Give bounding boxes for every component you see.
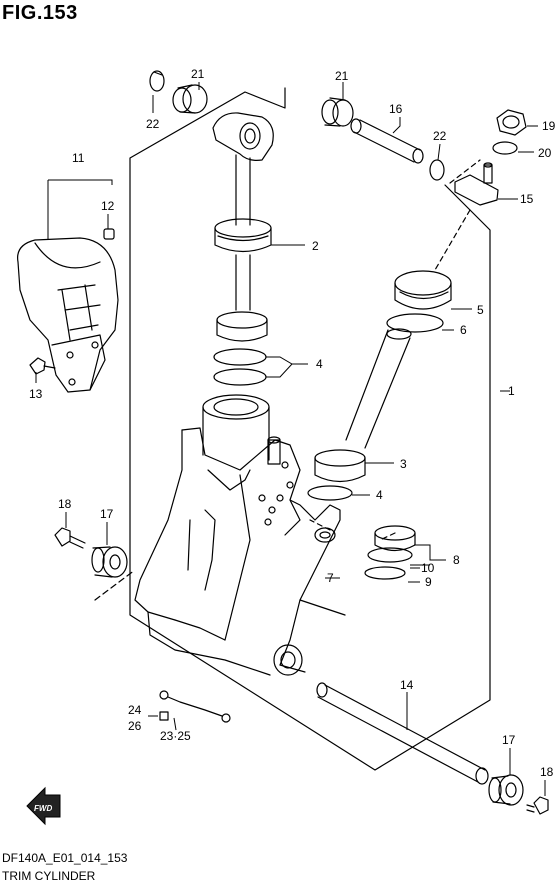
bushing-21-left [172, 84, 208, 114]
figure-caption: TRIM CYLINDER [2, 869, 96, 883]
callout-18-left: 18 [58, 497, 72, 511]
pin-16-top [350, 118, 424, 164]
clip-12 [103, 228, 115, 240]
bolt-18-left [54, 527, 86, 549]
pin-14 [316, 682, 489, 785]
bolt-18-right [526, 796, 549, 815]
piston-rod-assembly [212, 112, 274, 386]
washer-20 [492, 141, 518, 155]
callout-24: 24 [128, 703, 142, 717]
assembly-outline [129, 87, 491, 771]
callout-12: 12 [101, 199, 115, 213]
callout-23-25: 23·25 [160, 729, 191, 743]
callout-20: 20 [538, 146, 552, 160]
callout-22-left: 22 [146, 117, 160, 131]
fwd-label: FWD [34, 804, 52, 813]
callout-7: 7 [327, 571, 334, 585]
callout-15: 15 [520, 192, 534, 206]
callout-17-right: 17 [502, 733, 516, 747]
fwd-arrow-icon: FWD [26, 786, 61, 826]
circlip-22-left [149, 70, 165, 92]
figure-title: FIG.153 [2, 2, 78, 24]
callout-2: 2 [312, 239, 319, 253]
callout-3: 3 [400, 457, 407, 471]
callout-4-lower: 4 [376, 488, 383, 502]
bolt-13 [29, 357, 56, 375]
screw-15 [454, 162, 499, 206]
bushing-17-left [91, 546, 128, 578]
bushing-21-right [321, 97, 354, 127]
seal-kit-8 [364, 525, 416, 580]
cover-11 [17, 237, 119, 393]
callout-14: 14 [400, 678, 414, 692]
callout-21-right: 21 [335, 69, 349, 83]
callout-6: 6 [460, 323, 467, 337]
wire-lead [159, 690, 231, 723]
callout-5: 5 [477, 303, 484, 317]
callout-13: 13 [29, 387, 43, 401]
bushing-17-right [488, 774, 524, 806]
callout-17-left: 17 [100, 507, 114, 521]
callout-1: 1 [508, 384, 515, 398]
callout-9: 9 [425, 575, 432, 589]
callout-19: 19 [542, 119, 556, 133]
callout-18-right: 18 [540, 765, 554, 779]
callout-16: 16 [389, 102, 403, 116]
callout-4-upper: 4 [316, 357, 323, 371]
trim-cylinder-body [134, 394, 346, 676]
nut-19 [496, 109, 527, 136]
callout-22-right: 22 [433, 129, 447, 143]
trim-rod-assembly [307, 270, 452, 501]
callout-26: 26 [128, 719, 142, 733]
drawing-code: DF140A_E01_014_153 [2, 851, 128, 865]
callout-10: 10 [421, 561, 435, 575]
circlip-22-right [429, 159, 445, 181]
callout-11: 11 [72, 151, 85, 165]
callout-21-left: 21 [191, 67, 205, 81]
callout-8: 8 [453, 553, 460, 567]
